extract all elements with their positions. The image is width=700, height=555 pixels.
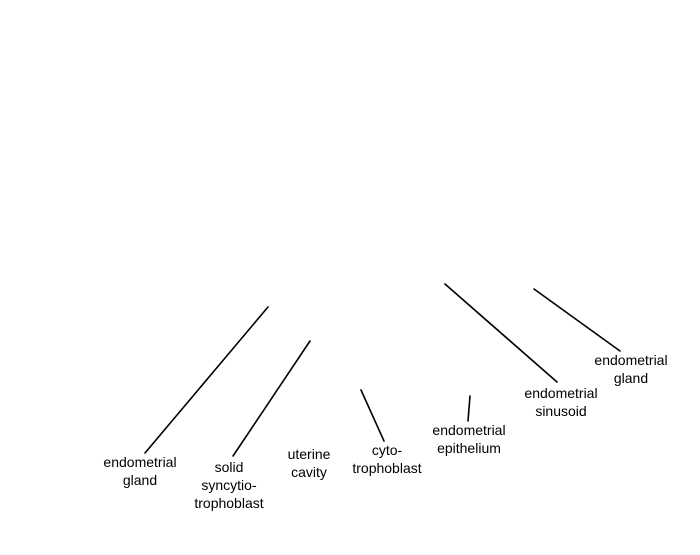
leader-line-endometrial-sinusoid <box>444 283 558 383</box>
label-line: endometrial <box>594 352 668 368</box>
label-endometrial-sinusoid: endometrial sinusoid <box>506 384 616 420</box>
label-line: cyto- <box>371 442 403 458</box>
label-line: solid <box>214 459 244 475</box>
label-line: gland <box>613 370 649 386</box>
label-endometrial-gland-right: endometrial gland <box>576 351 686 387</box>
label-line: cavity <box>291 464 327 480</box>
label-line: sinusoid <box>535 403 587 419</box>
label-solid-syncytiotrophoblast: solid syncytio- trophoblast <box>174 458 284 512</box>
label-line: epithelium <box>437 440 501 456</box>
label-line: uterine <box>287 446 331 462</box>
leader-line-endometrial-gland-left <box>144 306 269 454</box>
label-cytotrophoblast: cyto- trophoblast <box>337 441 437 477</box>
label-line: trophoblast <box>194 495 264 511</box>
leader-line-endometrial-gland-right <box>533 288 621 352</box>
label-line: syncytio- <box>201 477 257 493</box>
label-line: trophoblast <box>352 460 422 476</box>
label-endometrial-epithelium: endometrial epithelium <box>414 421 524 457</box>
leader-line-solid-syncytiotrophoblast <box>232 340 311 457</box>
leader-line-cytotrophoblast <box>360 389 385 442</box>
label-uterine-cavity: uterine cavity <box>269 445 349 481</box>
label-line: gland <box>122 472 158 488</box>
label-line: endometrial <box>524 385 598 401</box>
label-endometrial-gland-left: endometrial gland <box>85 453 195 489</box>
label-line: endometrial <box>432 422 506 438</box>
label-line: endometrial <box>103 454 177 470</box>
leader-line-endometrial-epithelium <box>467 395 471 422</box>
